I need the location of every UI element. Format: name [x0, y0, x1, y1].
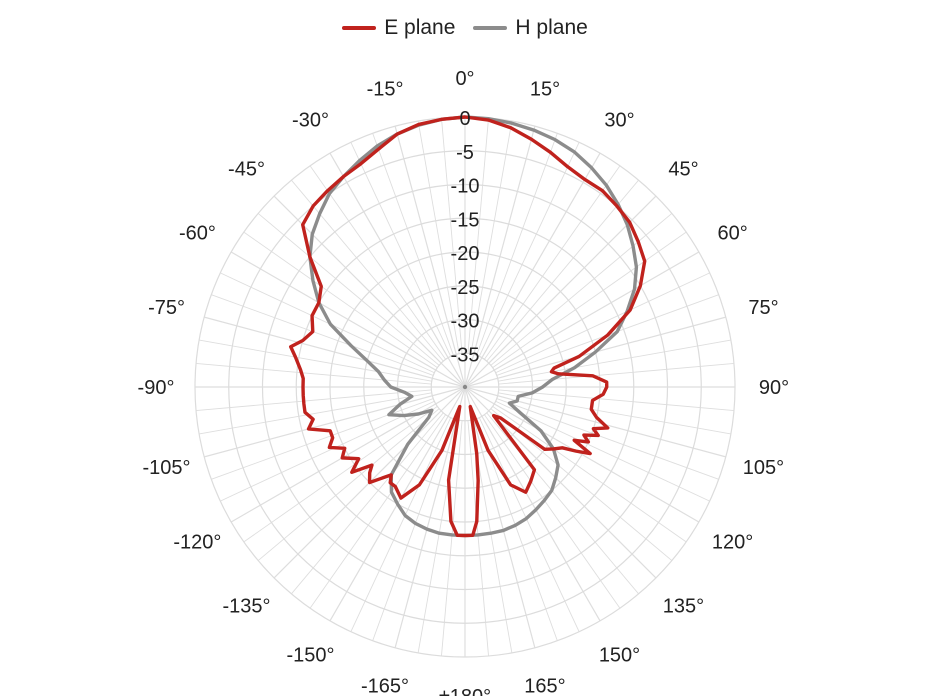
- radial-gridline: [396, 318, 534, 456]
- angular-tick-label: -105°: [143, 457, 191, 479]
- angular-gridline: [417, 121, 460, 354]
- angular-tick-label: 90°: [759, 377, 789, 399]
- angular-gridline: [199, 392, 432, 435]
- radial-tick-label: -10: [451, 176, 480, 198]
- angular-gridline: [195, 363, 432, 385]
- angular-tick-label: 45°: [668, 159, 698, 181]
- angular-tick-label: 75°: [748, 297, 778, 319]
- angular-tick-label: -165°: [361, 675, 409, 696]
- angular-tick-label: 0°: [455, 68, 474, 90]
- angular-gridline: [291, 412, 444, 595]
- radial-tick-label: -15: [451, 209, 480, 231]
- angular-tick-label: -45°: [228, 159, 265, 181]
- angular-gridline: [350, 417, 452, 632]
- angular-gridline: [486, 412, 639, 595]
- angular-gridline: [492, 405, 687, 543]
- radial-tick-label: -25: [451, 277, 480, 299]
- radial-gridline: [430, 352, 500, 422]
- angular-gridline: [257, 408, 440, 561]
- legend-label-h-plane: H plane: [515, 16, 588, 39]
- radial-gridline: [329, 251, 601, 523]
- angular-gridline: [498, 389, 735, 411]
- angular-gridline: [350, 142, 452, 357]
- legend-swatch-h-plane: [473, 26, 508, 30]
- angular-gridline: [309, 165, 447, 360]
- angular-gridline: [492, 231, 687, 369]
- angular-gridline: [441, 420, 463, 657]
- angular-gridline: [495, 400, 710, 502]
- angular-gridline: [467, 117, 489, 354]
- legend-item-e-plane[interactable]: E plane: [342, 16, 455, 40]
- legend-swatch-e-plane: [342, 26, 377, 30]
- angular-tick-label: ±180°: [439, 686, 491, 696]
- angular-tick-label: 150°: [599, 645, 640, 667]
- radial-tick-label: -30: [451, 311, 480, 333]
- angular-gridline: [483, 165, 621, 360]
- series-layer: [289, 115, 647, 538]
- angular-gridline: [478, 417, 580, 632]
- angular-tick-label: -15°: [367, 79, 404, 101]
- angular-gridline: [211, 294, 434, 376]
- angular-gridline: [498, 363, 735, 385]
- radial-gridline: [228, 150, 702, 624]
- angular-gridline: [495, 272, 710, 374]
- angular-gridline: [467, 420, 489, 657]
- angular-gridline: [291, 179, 444, 362]
- legend-item-h-plane[interactable]: H plane: [473, 16, 588, 40]
- angular-gridline: [486, 179, 639, 362]
- angular-gridline: [220, 272, 435, 374]
- radial-gridline: [363, 285, 567, 489]
- angular-gridline: [199, 339, 432, 382]
- angular-gridline: [211, 398, 434, 480]
- radial-tick-label: -20: [451, 243, 480, 265]
- radial-tick-labels: 0 -5 -10 -15 -20 -25 -30 -35: [451, 108, 480, 366]
- angular-tick-label: 30°: [604, 109, 634, 131]
- angular-gridline: [470, 121, 513, 354]
- angular-gridline: [498, 339, 731, 382]
- angular-gridline: [496, 398, 719, 480]
- angular-tick-label: 135°: [663, 595, 704, 617]
- angular-tick-label: -75°: [148, 297, 185, 319]
- center-point: [462, 384, 468, 390]
- angular-gridline: [478, 142, 580, 357]
- angular-gridline: [243, 231, 438, 369]
- angular-gridline: [220, 400, 435, 502]
- angular-gridline: [309, 414, 447, 609]
- angular-tick-label: -30°: [292, 109, 329, 131]
- angular-tick-label: -135°: [222, 595, 270, 617]
- angular-grid: [195, 117, 735, 657]
- angular-tick-label: -150°: [286, 645, 334, 667]
- angular-gridline: [476, 133, 558, 356]
- angular-tick-label: 15°: [530, 79, 560, 101]
- angular-gridline: [243, 405, 438, 543]
- angular-gridline: [498, 392, 731, 435]
- angular-gridline: [372, 133, 454, 356]
- angular-tick-labels: 0° 15° 30° 45° 60° 75° 90° 105° 120° 135° 150° 165°…: [138, 68, 790, 696]
- chart-legend: E plane H plane: [0, 16, 930, 40]
- angular-gridline: [195, 389, 432, 411]
- angular-tick-label: 165°: [524, 675, 565, 696]
- angular-gridline: [483, 414, 621, 609]
- radial-tick-label: -5: [456, 142, 474, 164]
- radial-tick-label: -35: [451, 344, 480, 366]
- angular-tick-label: -120°: [173, 532, 221, 554]
- angular-tick-label: 105°: [743, 457, 784, 479]
- angular-tick-label: 120°: [712, 532, 753, 554]
- angular-tick-label: -90°: [138, 377, 175, 399]
- radial-gridline: [261, 183, 669, 591]
- angular-tick-label: -60°: [179, 223, 216, 245]
- radial-grid: [194, 116, 736, 658]
- angular-gridline: [257, 213, 440, 366]
- legend-label-e-plane: E plane: [384, 16, 456, 39]
- angular-gridline: [490, 213, 673, 366]
- radial-gridline: [295, 217, 635, 557]
- radial-tick-label: 0: [459, 108, 470, 130]
- angular-tick-label: 60°: [717, 223, 747, 245]
- series-line-e-plane[interactable]: [289, 115, 647, 538]
- angular-gridline: [441, 117, 463, 354]
